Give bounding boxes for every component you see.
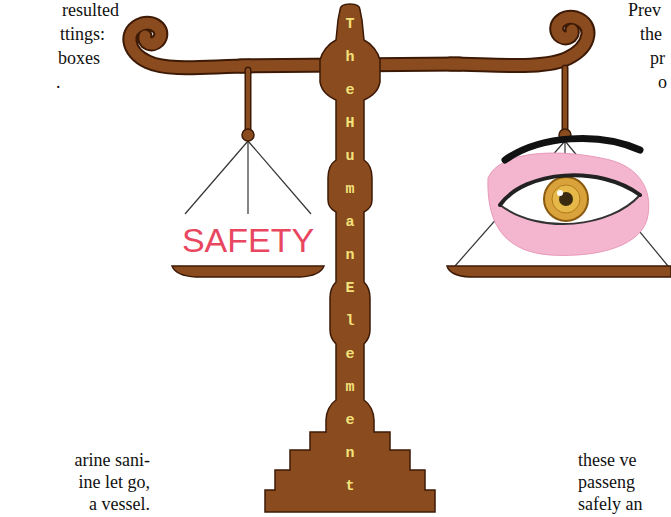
text-fragment: . [56, 72, 61, 93]
left-pan [172, 266, 324, 277]
hooks [242, 68, 571, 141]
text-fragment: pr [650, 48, 665, 69]
pan-word: SAFETY [182, 220, 314, 260]
text-fragment: Prev [628, 0, 661, 21]
eye-picture [488, 139, 649, 256]
text-fragment: ttings: [60, 24, 105, 45]
text-fragment: ine let go, [79, 472, 150, 493]
text-fragment: these ve [578, 450, 636, 471]
left-pan-chains [185, 141, 311, 214]
text-fragment: passeng [578, 472, 635, 493]
right-pan [447, 266, 671, 277]
text-fragment: safely an [578, 494, 642, 515]
text-fragment: boxes [58, 48, 100, 69]
text-fragment: resulted [62, 0, 119, 21]
pillar-caption: The Human Element [343, 8, 358, 503]
text-fragment: arine sani- [75, 450, 150, 471]
text-fragment: the [640, 24, 662, 45]
right-pan-chains [455, 141, 668, 266]
text-fragment: a vessel. [89, 494, 150, 515]
text-fragment: o [658, 72, 667, 93]
